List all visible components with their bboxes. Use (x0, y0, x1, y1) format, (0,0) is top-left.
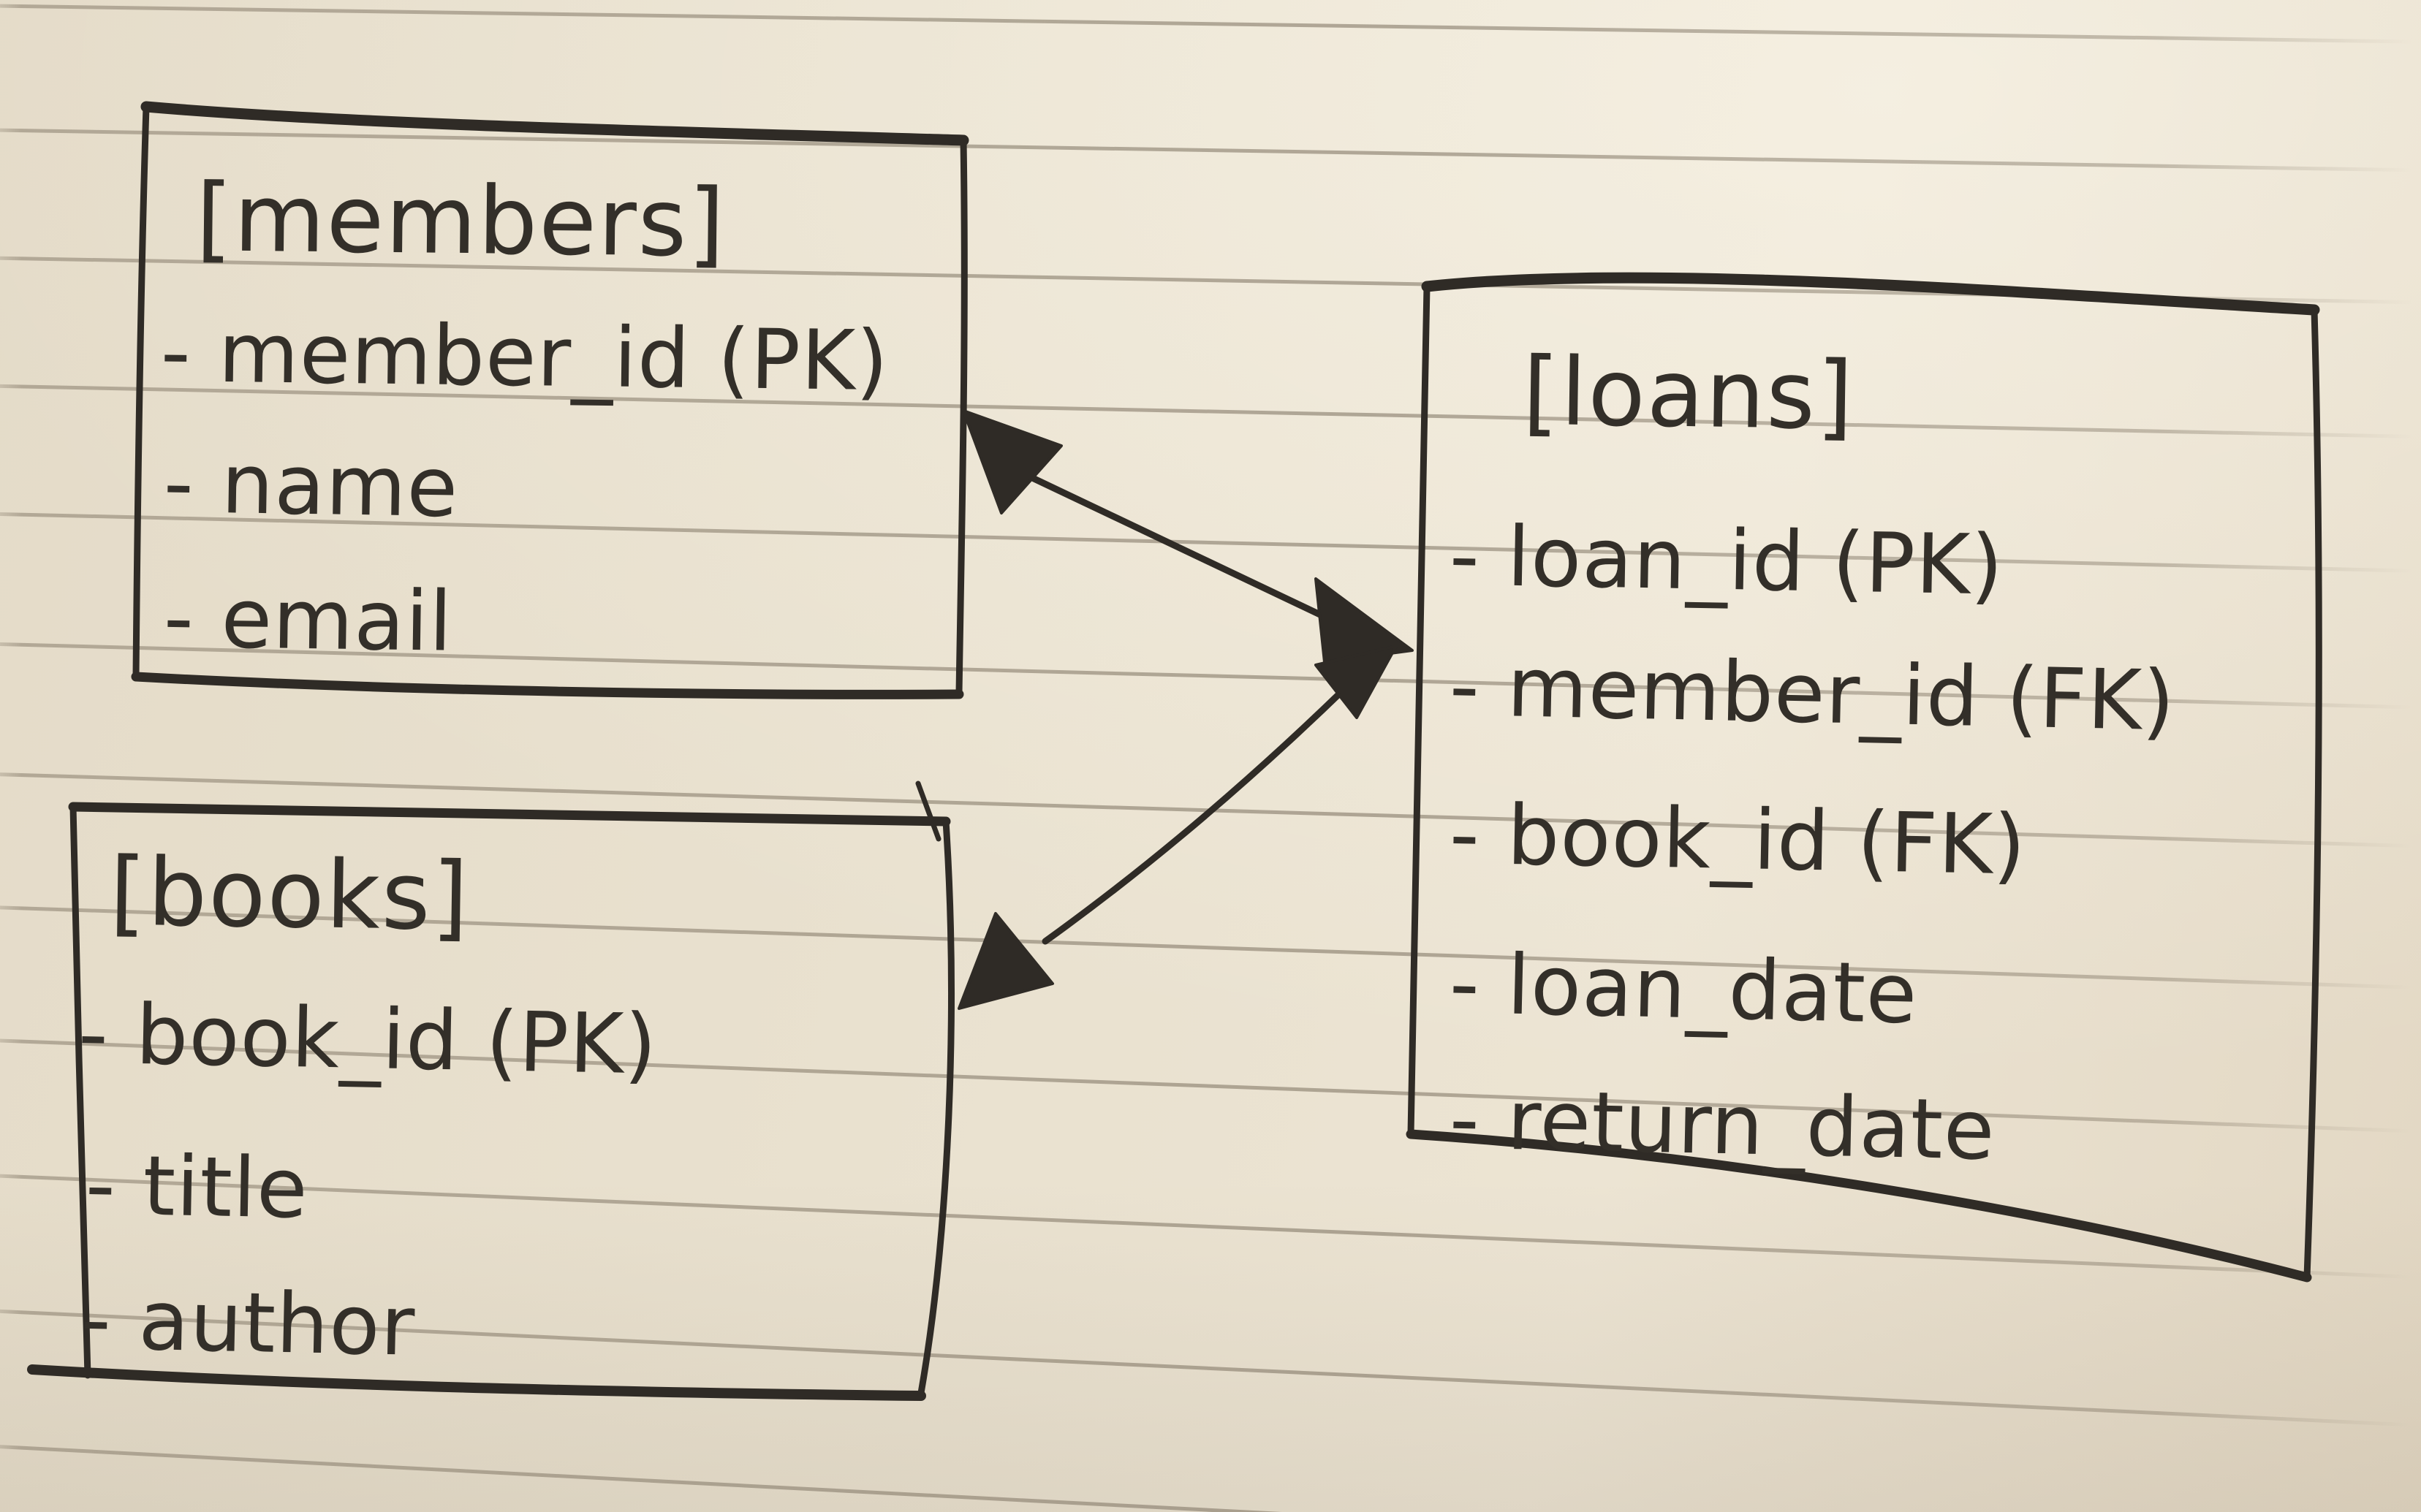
table-books: [books] - book_id (PK) - title - author (69, 804, 947, 1396)
table-members-field: - member_id (PK) (160, 303, 890, 410)
table-members-field: - name (162, 434, 460, 536)
table-loans-field: - book_id (FK) (1448, 786, 2028, 894)
loans-box-left-border (1407, 283, 1431, 1138)
books-box-top-border (68, 802, 951, 827)
members-box-outline (131, 101, 969, 699)
table-loans: [loans] - loan_id (PK) - member_id (FK) … (1409, 281, 2316, 1179)
table-members: [members] - member_id (PK) - name - emai… (136, 102, 965, 698)
members-loans-arrow-line (1023, 471, 1356, 634)
members-box-top-border (140, 101, 969, 146)
table-loans-title: [loans] (1521, 337, 1856, 452)
table-books-field: - book_id (PK) (77, 985, 659, 1093)
books-box-bottom-border (27, 1364, 926, 1401)
books-box-outline (27, 780, 955, 1401)
table-books-field: - title (84, 1136, 309, 1237)
arrowhead-at-loans-upper-icon (1314, 577, 1414, 664)
members-loans-arrow (962, 409, 1414, 664)
books-loans-arrow (958, 645, 1398, 1010)
members-box-left-border (132, 103, 150, 680)
table-loans-field: - return_date (1448, 1071, 1996, 1179)
books-box-left-border (69, 803, 91, 1379)
table-loans-field: - loan_date (1448, 935, 1919, 1043)
members-box-bottom-border (131, 672, 964, 699)
table-books-title: [books] (108, 837, 471, 952)
members-box-right-border (955, 137, 968, 696)
loans-box-right-border (2303, 306, 2322, 1281)
arrowhead-at-members-icon (962, 409, 1063, 514)
books-box-right-border (917, 818, 955, 1397)
books-loans-arrow-line (1042, 683, 1350, 945)
loans-box-top-border (1421, 272, 2320, 316)
table-loans-field: - member_id (FK) (1448, 637, 2177, 750)
arrowhead-at-books-icon (958, 912, 1054, 1010)
loans-box-outline (1406, 272, 2322, 1283)
arrowhead-at-loans-lower-icon (1314, 645, 1398, 719)
table-loans-field: - loan_id (PK) (1448, 507, 2005, 614)
loans-box-bottom-border (1406, 1129, 2312, 1283)
table-members-title: [members] (195, 164, 727, 278)
table-books-field: - author (80, 1271, 417, 1375)
table-members-field: - email (163, 569, 454, 670)
books-box-corner-spur (915, 780, 942, 842)
